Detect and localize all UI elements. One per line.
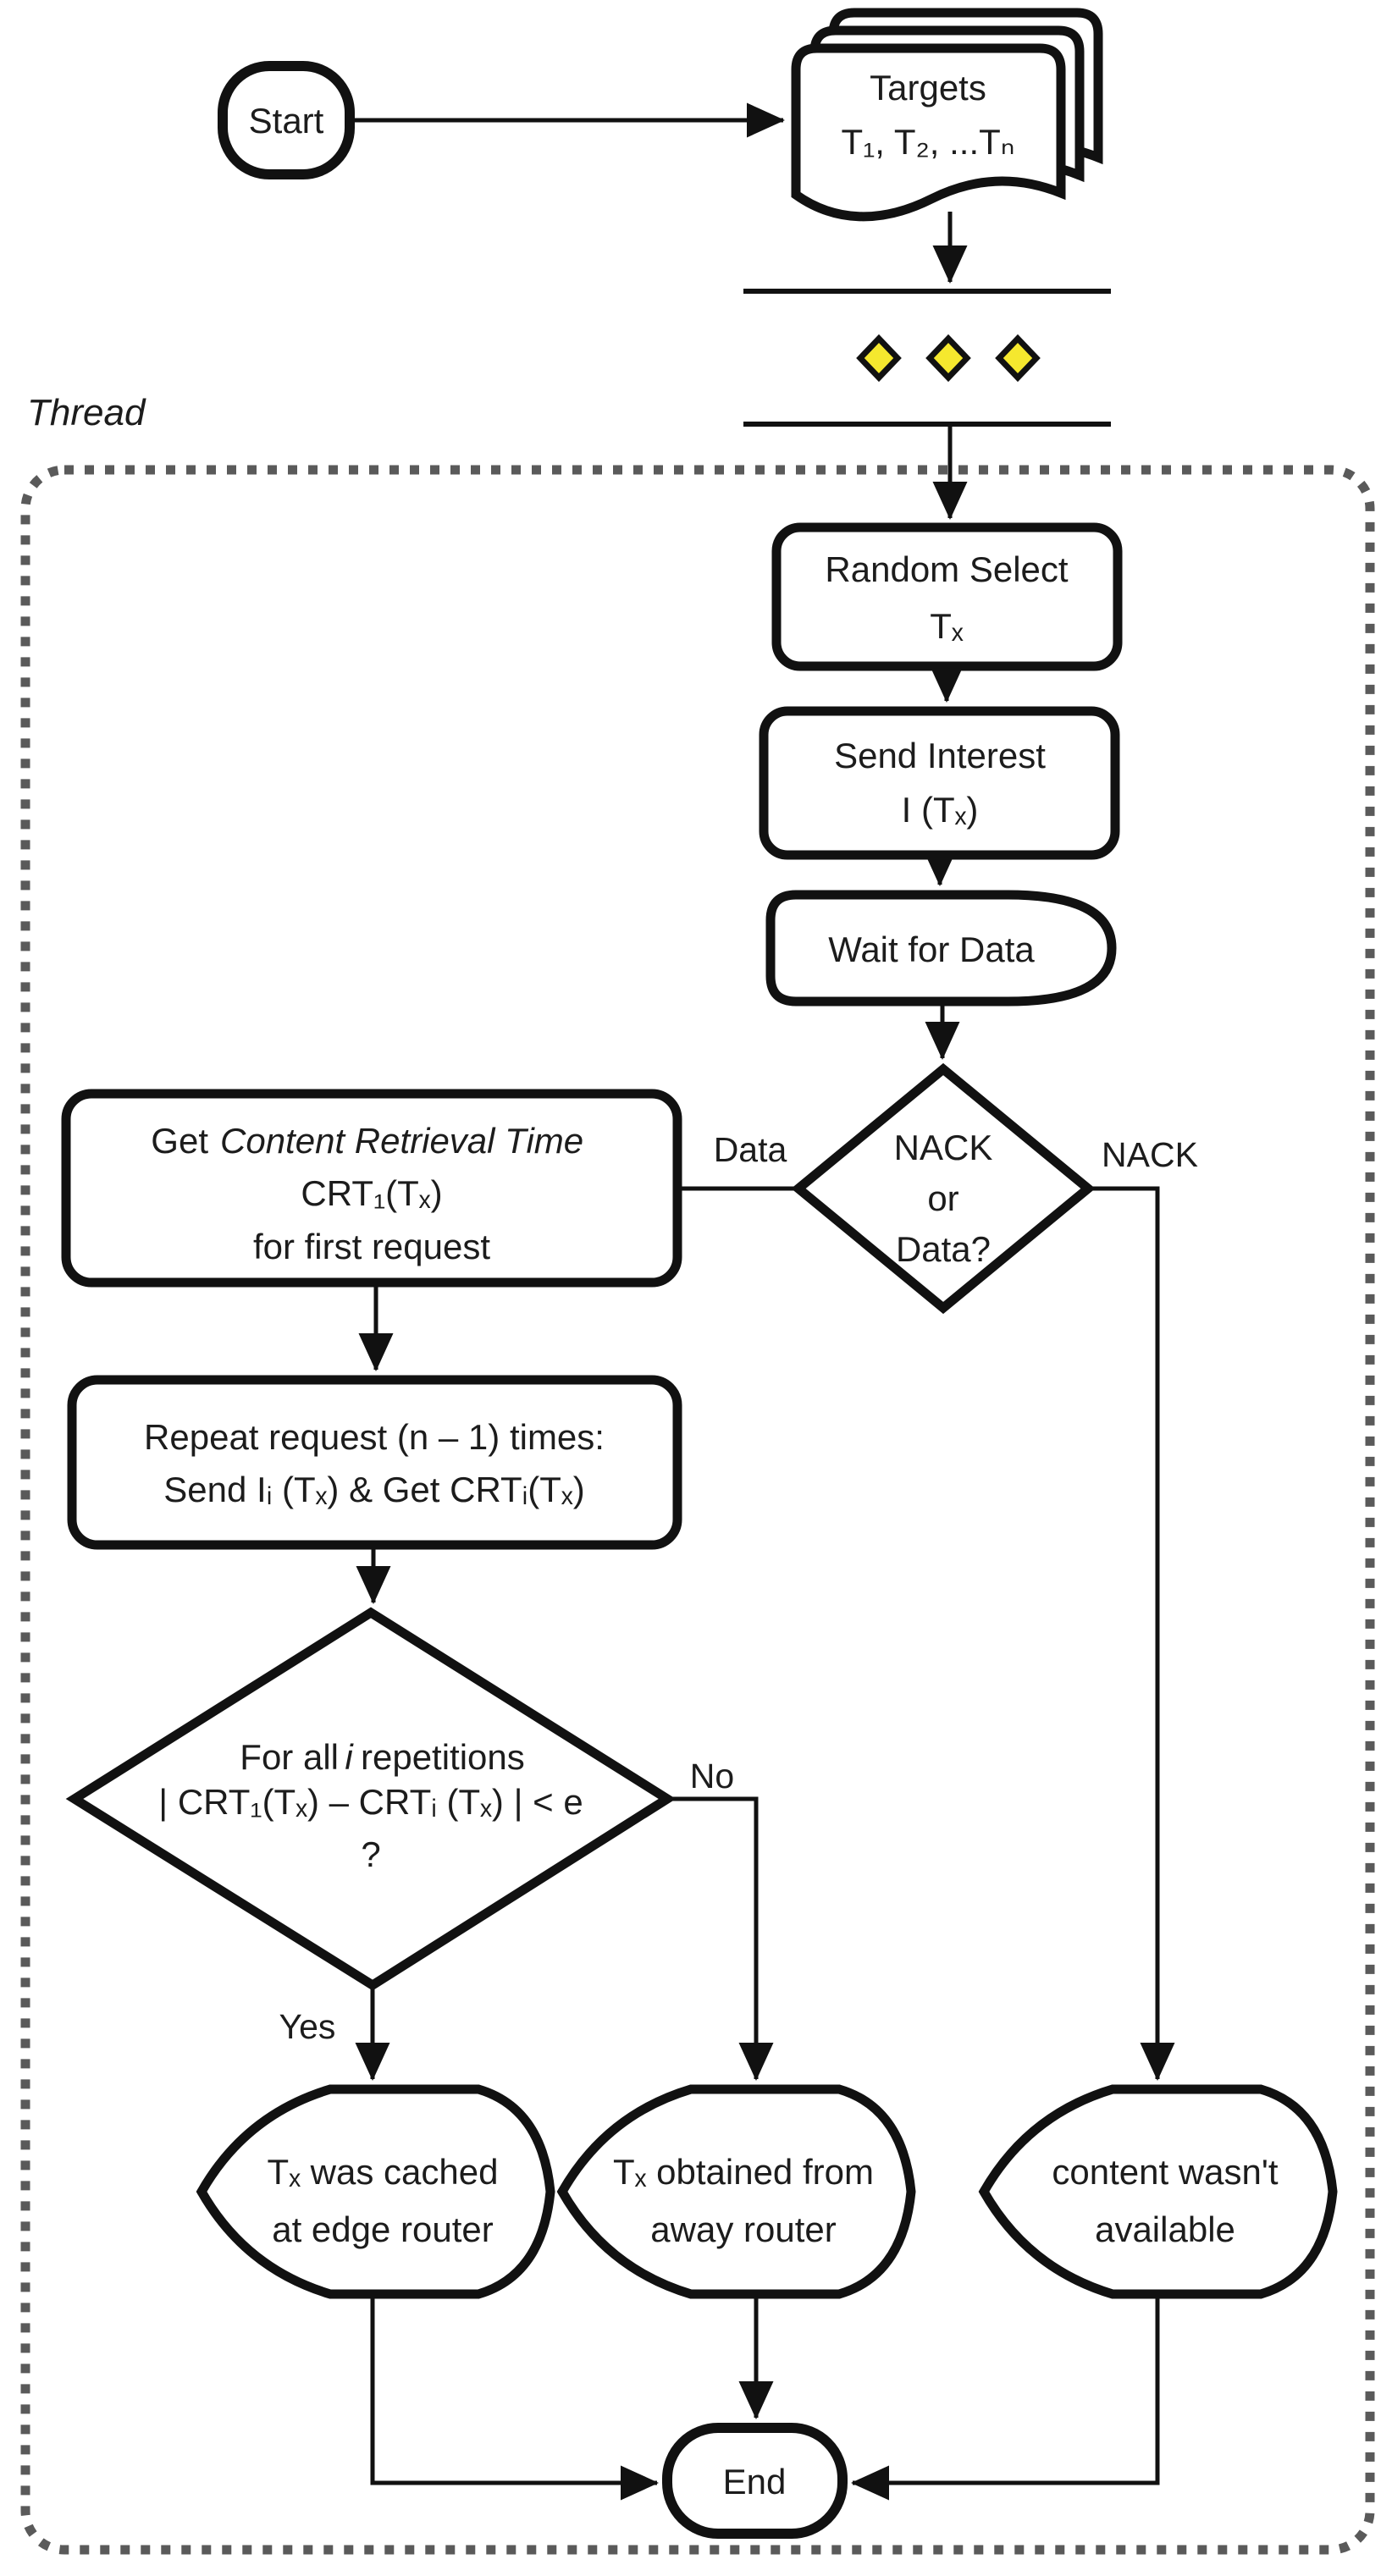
get-crt-line1-regular: Get <box>151 1121 208 1161</box>
wait-for-data-label: Wait for Data <box>828 929 1035 969</box>
repetition-check-line1b: i <box>345 1737 354 1777</box>
arrow-notavailable-to-end <box>851 2296 1160 2501</box>
nack-or-data-line2: or <box>927 1178 958 1218</box>
nack-or-data-decision <box>791 1062 1096 1315</box>
get-crt-line3: for first request <box>253 1227 490 1266</box>
random-select-line1: Random Select <box>825 549 1068 589</box>
not-available-line2: available <box>1095 2209 1235 2249</box>
repeat-request-line1: Repeat request (n – 1) times: <box>144 1417 605 1457</box>
not-available-node <box>978 2084 1338 2299</box>
targets-document-stack: Targets T₁, T₂, ...Tₙ <box>791 8 1103 222</box>
repeat-request-line2: Send Iᵢ (Tₓ) & Get CRTᵢ(Tₓ) <box>163 1470 584 1509</box>
nack-or-data-line1: NACK <box>894 1128 993 1167</box>
diamond-icon <box>925 334 971 383</box>
cached-edge-line1: Tₓ was cached <box>268 2152 499 2192</box>
get-crt-node <box>61 1089 682 1288</box>
random-select-node <box>771 522 1123 671</box>
arrow-cached-to-end <box>370 2296 659 2501</box>
get-crt-line1-italic: Content Retrieval Time <box>220 1121 583 1161</box>
end-node <box>662 2423 848 2539</box>
repetition-check-line2: | CRT₁(Tₓ) – CRTᵢ (Tₓ) | < e <box>158 1782 583 1822</box>
diamond-icon <box>995 334 1041 383</box>
away-router-line1: Tₓ obtained from <box>613 2152 874 2192</box>
start-node-label: Start <box>249 101 324 141</box>
edge-label-data: Data <box>714 1130 787 1169</box>
cached-edge-node <box>196 2084 555 2299</box>
send-interest-node <box>759 706 1120 860</box>
send-interest-line1: Send Interest <box>834 736 1046 775</box>
away-router-line2: away router <box>650 2209 836 2249</box>
send-interest-line2: I (Tₓ) <box>902 790 979 830</box>
repeat-request-node <box>67 1375 682 1550</box>
repetition-check-line1a: For all <box>240 1737 339 1777</box>
edge-label-nack: NACK <box>1102 1135 1198 1174</box>
arrow-no-branch <box>667 1796 774 2081</box>
thread-region-border <box>20 465 1375 2555</box>
repetition-check-line3: ? <box>361 1834 380 1874</box>
iteration-diamond-icons <box>856 334 1041 383</box>
get-crt-line2: CRT₁(Tₓ) <box>301 1173 442 1213</box>
cached-edge-line2: at edge router <box>272 2209 494 2249</box>
diamond-icon <box>856 334 902 383</box>
thread-region-label: Thread <box>27 392 146 433</box>
targets-label-line2: T₁, T₂, ...Tₙ <box>841 122 1014 162</box>
targets-label-line1: Targets <box>870 68 986 108</box>
wait-for-data-node <box>765 890 1117 1007</box>
end-node-label: End <box>723 2462 787 2502</box>
edge-label-no: No <box>690 1757 734 1795</box>
repetition-check-line1c: repetitions <box>361 1737 525 1777</box>
nack-or-data-line3: Data? <box>896 1229 991 1269</box>
repetition-check-decision <box>65 1607 677 1991</box>
not-available-line1: content wasn't <box>1052 2152 1279 2192</box>
edge-label-yes: Yes <box>279 2007 336 2046</box>
arrow-nack-branch <box>1088 1186 1175 2081</box>
random-select-line2: Tₓ <box>930 606 964 646</box>
targets-doc-front <box>791 43 1066 222</box>
away-router-node <box>556 2084 916 2299</box>
